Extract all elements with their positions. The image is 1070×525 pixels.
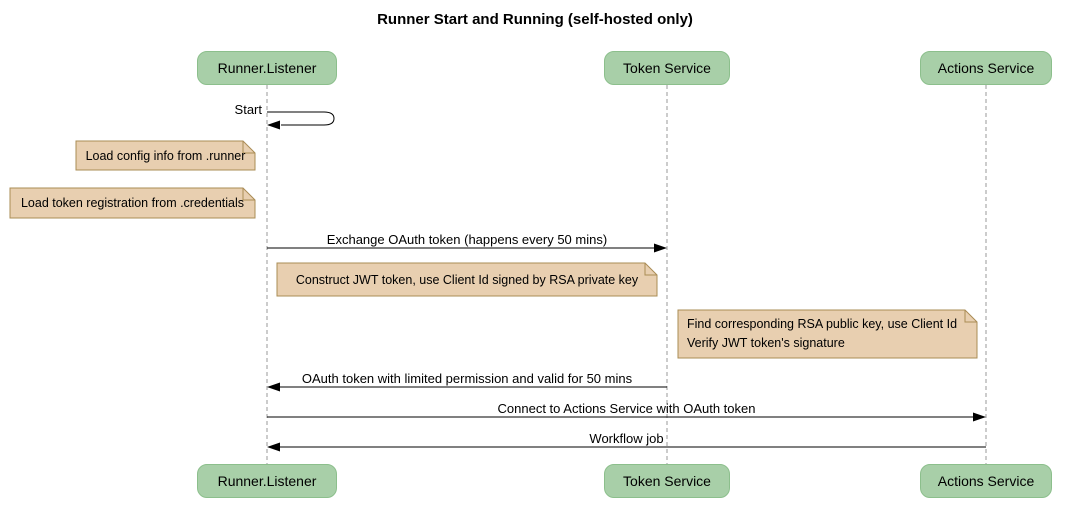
note-text-load-config: Load config info from .runner xyxy=(85,148,246,163)
message-label-oauth-return: OAuth token with limited permission and … xyxy=(301,371,633,386)
message-label-connect: Connect to Actions Service with OAuth to… xyxy=(497,401,756,416)
note-text-load-token: Load token registration from .credential… xyxy=(20,196,245,210)
participant-runner-listener-bottom: Runner.Listener xyxy=(197,464,337,498)
note-fold-icon xyxy=(644,263,657,276)
note-shape-construct-jwt xyxy=(276,262,658,297)
participant-runner-listener-top: Runner.Listener xyxy=(197,51,337,85)
participant-token-service-top: Token Service xyxy=(604,51,730,85)
note-shape-load-token xyxy=(9,187,256,219)
diagram-title: Runner Start and Running (self-hosted on… xyxy=(377,11,693,28)
message-label-workflow: Workflow job xyxy=(589,431,664,446)
arrowhead-icon xyxy=(973,412,986,422)
participant-actions-service-top: Actions Service xyxy=(920,51,1052,85)
participant-token-service-bottom: Token Service xyxy=(604,464,730,498)
arrowhead-icon xyxy=(267,442,280,452)
note-fold-icon xyxy=(242,188,255,201)
note-fold-icon xyxy=(964,310,977,323)
note-shape-verify-jwt xyxy=(677,309,978,359)
message-line-start xyxy=(267,111,335,126)
message-label-exchange: Exchange OAuth token (happens every 50 m… xyxy=(326,232,608,247)
arrowhead-icon xyxy=(654,243,667,253)
note-text-verify-jwt: Find corresponding RSA public key, use C… xyxy=(687,317,958,350)
note-shape-load-config xyxy=(75,140,256,171)
note-text-construct-jwt: Construct JWT token, use Client Id signe… xyxy=(295,272,639,287)
message-label-start: Start xyxy=(234,102,262,117)
arrowhead-icon xyxy=(267,382,280,392)
arrowhead-icon xyxy=(267,120,280,130)
participant-actions-service-bottom: Actions Service xyxy=(920,464,1052,498)
note-fold-icon xyxy=(242,141,255,154)
